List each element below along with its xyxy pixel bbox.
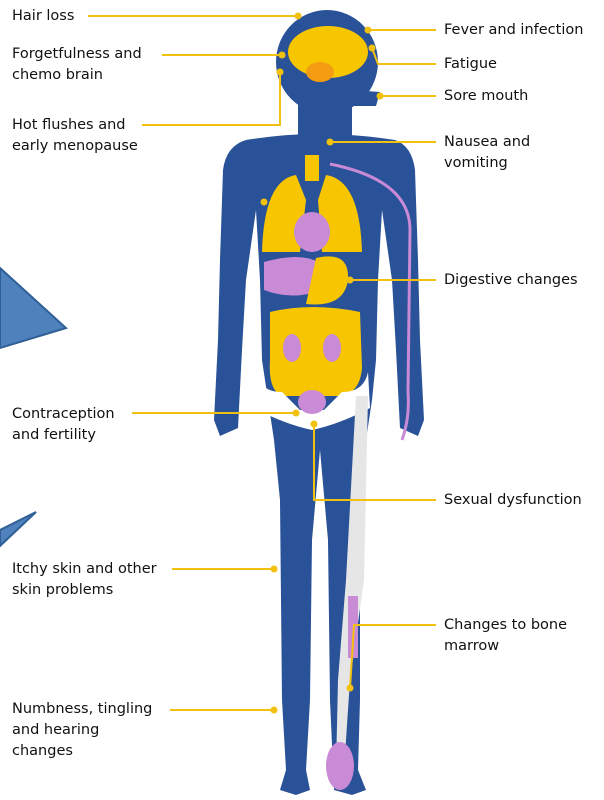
label-sore-mouth: Sore mouth bbox=[444, 86, 528, 107]
label-hot-flushes: Hot flushes and early menopause bbox=[12, 115, 138, 157]
label-forgetfulness: Forgetfulness and chemo brain bbox=[12, 44, 142, 86]
kidney bbox=[283, 334, 301, 362]
bladder bbox=[298, 390, 326, 414]
kidney bbox=[323, 334, 341, 362]
foot bbox=[326, 742, 354, 790]
label-hair-loss: Hair loss bbox=[12, 6, 74, 27]
arrow-shape-upper bbox=[0, 268, 66, 348]
label-sexual: Sexual dysfunction bbox=[444, 490, 582, 511]
label-fatigue: Fatigue bbox=[444, 54, 497, 75]
label-nausea: Nausea and vomiting bbox=[444, 132, 530, 174]
leader-lines bbox=[88, 16, 436, 710]
label-fever: Fever and infection bbox=[444, 20, 583, 41]
label-numbness: Numbness, tingling and hearing changes bbox=[12, 699, 152, 762]
label-contraception: Contraception and fertility bbox=[12, 404, 115, 446]
label-itchy-skin: Itchy skin and other skin problems bbox=[12, 559, 157, 601]
trachea bbox=[305, 155, 319, 181]
heart bbox=[294, 212, 330, 252]
arrow-shape-lower bbox=[0, 512, 36, 546]
label-digestive: Digestive changes bbox=[444, 270, 578, 291]
label-bone-marrow: Changes to bone marrow bbox=[444, 615, 567, 657]
